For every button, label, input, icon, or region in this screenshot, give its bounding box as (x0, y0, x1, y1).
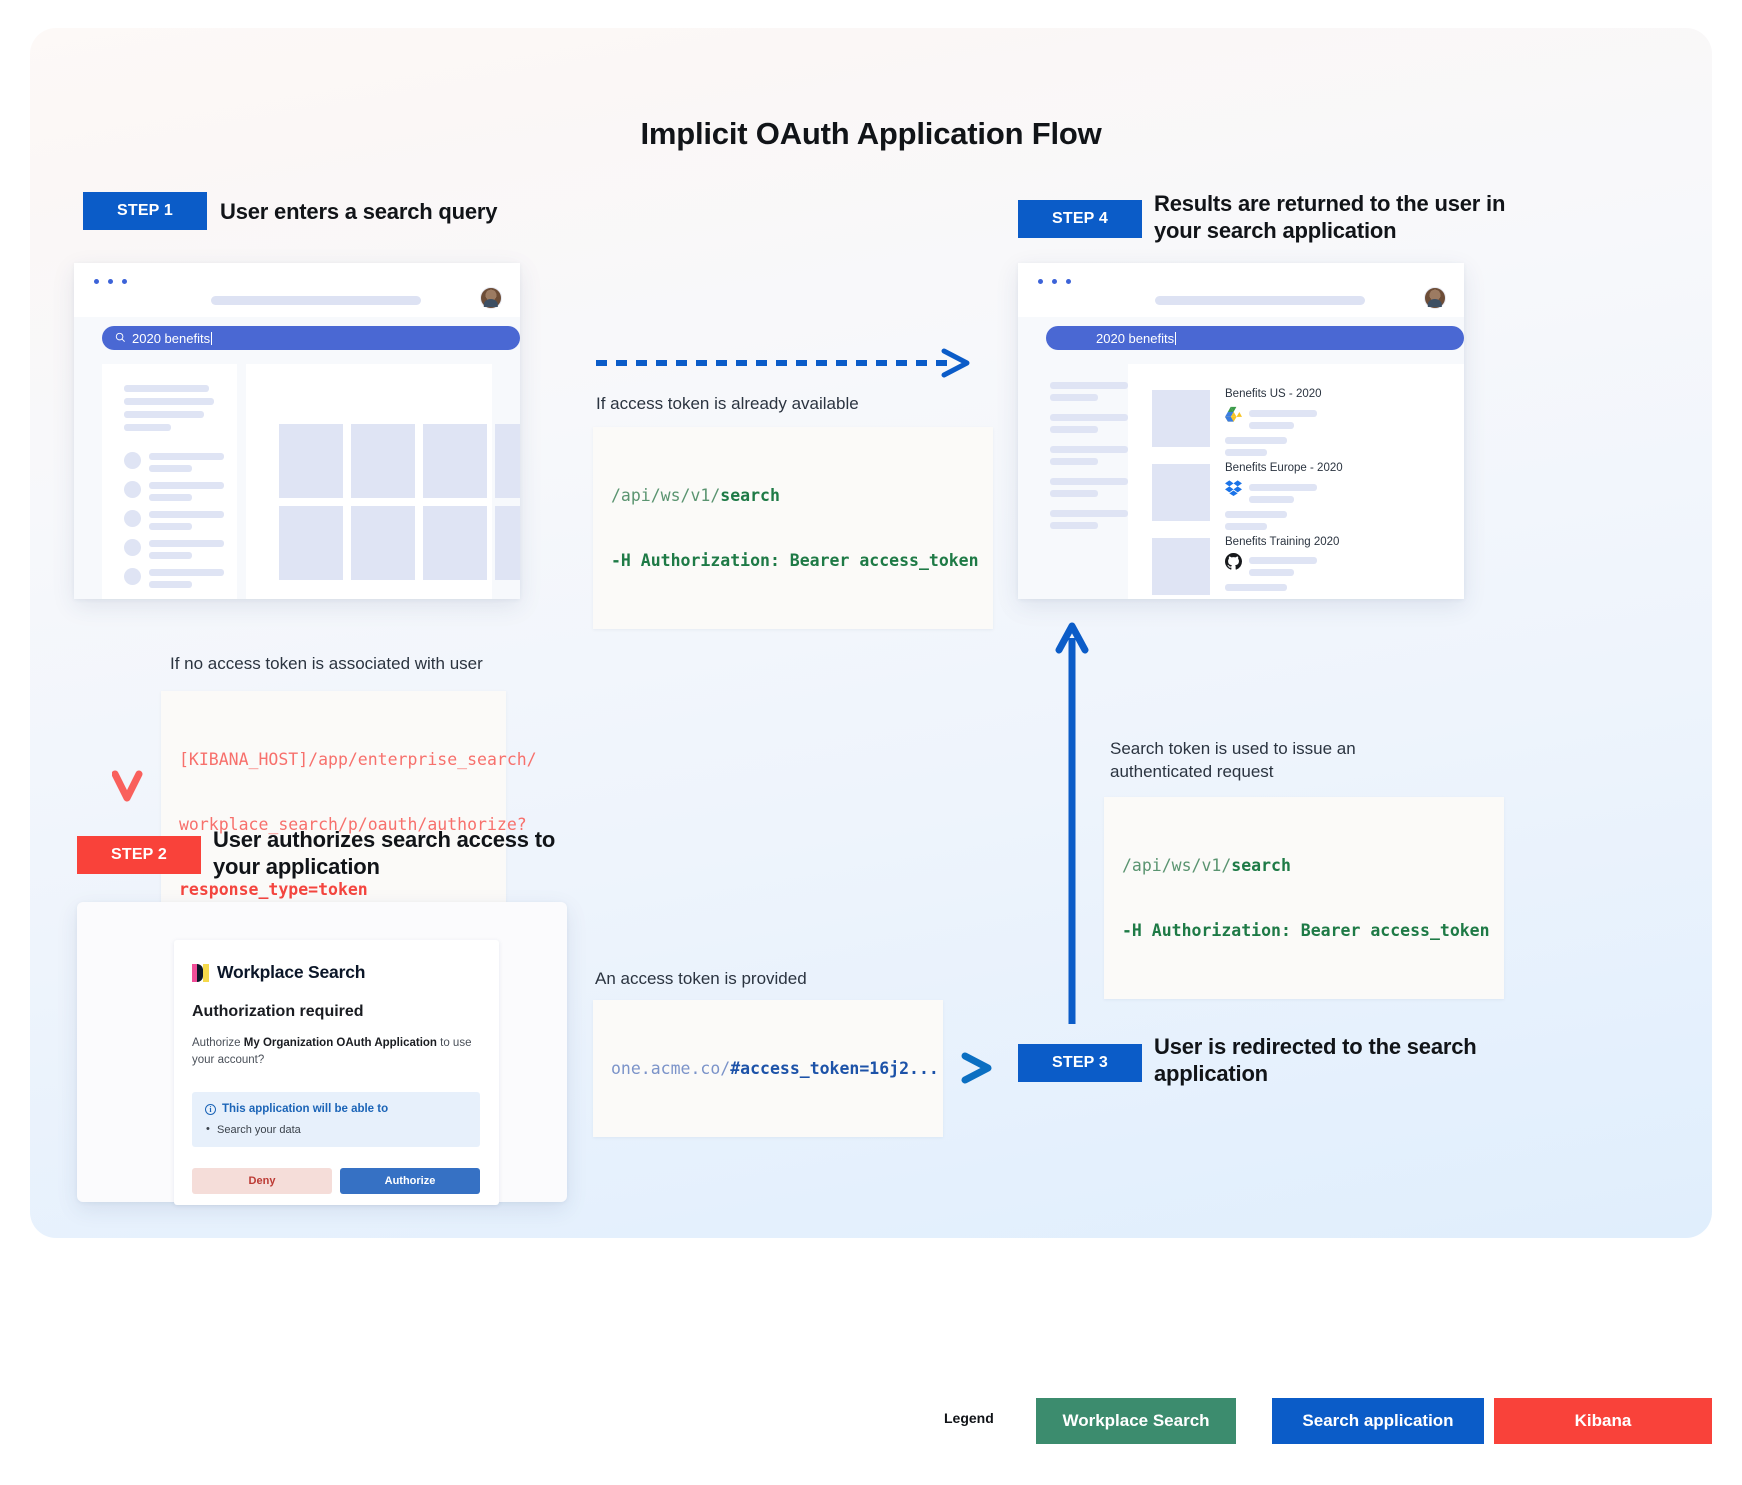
auth-heading: Authorization required (192, 1003, 364, 1020)
code-line1: [KIBANA_HOST]/app/enterprise_search/ (179, 749, 537, 769)
url-bar-placeholder (1155, 296, 1365, 305)
results-grid (246, 364, 520, 599)
workplace-search-brand: Workplace Search (192, 962, 365, 983)
code-prefix: /api/ws/v1/ (611, 485, 721, 505)
code-line2: workplace_search/p/oauth/authorize? (179, 814, 527, 834)
auth-dialog-frame: Workplace Search Authorization required … (77, 902, 567, 1205)
legend: Legend Workplace Search Search applicati… (0, 1398, 1742, 1444)
text-caret (211, 331, 213, 345)
results-list: Benefits US - 2020 (1128, 364, 1464, 599)
page-title: Implicit OAuth Application Flow (640, 116, 1102, 151)
caption-token-provided: An access token is provided (595, 969, 807, 988)
dropbox-icon (1225, 480, 1242, 501)
legend-item-workplace-search: Workplace Search (1036, 1398, 1236, 1444)
search-query-text: 2020 benefits (1096, 330, 1175, 346)
code-line3: response_type=token (179, 880, 368, 900)
window-dots (1038, 279, 1071, 284)
workplace-search-logo-icon (192, 963, 209, 982)
auth-body-suffix: to use your account? (192, 1037, 472, 1067)
auth-body-prefix: Authorize (192, 1037, 244, 1049)
url-bar-placeholder (211, 296, 421, 305)
step-1-title: User enters a search query (220, 199, 498, 224)
caption-authenticated-request: Search token is used to issue an authent… (1110, 739, 1356, 781)
result-title: Benefits Europe - 2020 (1225, 462, 1343, 474)
caption-token-available: If access token is already available (596, 394, 859, 413)
search-input[interactable]: 2020 benefits (1046, 326, 1464, 350)
result-title: Benefits Training 2020 (1225, 536, 1340, 548)
connector-token-available (592, 343, 992, 388)
authorize-button[interactable]: Authorize (340, 1168, 480, 1194)
legend-label: Legend (944, 1410, 994, 1426)
connector-authenticated-request (1042, 608, 1102, 1033)
result-title: Benefits US - 2020 (1225, 388, 1322, 400)
deny-button[interactable]: Deny (192, 1168, 332, 1194)
step-4-title: Results are returned to the user in your… (1154, 191, 1506, 244)
connector-no-token (111, 604, 172, 824)
permissions-box: i This application will be able to Searc… (192, 1092, 480, 1147)
avatar (1424, 287, 1446, 309)
step-1-badge: STEP 1 (83, 192, 207, 230)
code-block-redirect-url: one.acme.co/#access_token=16j2... (593, 1000, 943, 1137)
product-name: Workplace Search (217, 962, 366, 982)
browser-mock-step1: 2020 benefits (74, 263, 520, 599)
code-line2: -H Authorization: Bearer access_token (1122, 920, 1490, 940)
github-icon (1225, 553, 1242, 575)
browser-mock-step4: 2020 benefits (1018, 263, 1464, 599)
code-prefix: /api/ws/v1/ (1122, 855, 1232, 875)
search-query-text: 2020 benefits (132, 330, 211, 346)
app-body: 2020 benefits (1018, 317, 1464, 599)
permission-item: Search your data (205, 1123, 467, 1136)
result-thumbnail (1152, 538, 1210, 595)
code-block-search-request-bottom: /api/ws/v1/search -H Authorization: Bear… (1104, 797, 1504, 1000)
info-icon: i (205, 1103, 216, 1115)
code-block-search-request-top: /api/ws/v1/search -H Authorization: Bear… (593, 427, 993, 630)
search-input[interactable]: 2020 benefits (102, 326, 520, 350)
facets-panel (102, 364, 237, 599)
auth-body-text: Authorize My Organization OAuth Applicat… (192, 1035, 480, 1070)
auth-dialog: Workplace Search Authorization required … (174, 940, 499, 1205)
code-line2: -H Authorization: Bearer access_token (611, 550, 979, 570)
result-thumbnail (1152, 390, 1210, 447)
text-caret (1175, 331, 1177, 345)
permissions-title-row: i This application will be able to (205, 1103, 467, 1115)
code-prefix: one.acme.co/ (611, 1058, 731, 1078)
auth-body-app: My Organization OAuth Application (243, 1037, 437, 1049)
step-2-title: User authorizes search access to your ap… (213, 827, 556, 880)
legend-item-kibana: Kibana (1494, 1398, 1712, 1444)
diagram-panel: Implicit OAuth Application Flow STEP 1 U… (30, 28, 1712, 1238)
avatar (480, 287, 502, 309)
facets-panel (1018, 364, 1128, 599)
google-drive-icon (1225, 406, 1242, 427)
result-thumbnail (1152, 464, 1210, 521)
permissions-title: This application will be able to (222, 1103, 389, 1115)
step-3-title: User is redirected to the search applica… (1154, 1034, 1477, 1087)
step-2-badge: STEP 2 (77, 836, 201, 874)
step-4-badge: STEP 4 (1018, 200, 1142, 238)
code-bold: search (720, 485, 780, 505)
app-body: 2020 benefits (74, 317, 520, 599)
caption-no-token: If no access token is associated with us… (170, 654, 483, 673)
search-icon (115, 331, 126, 346)
code-bold: #access_token=16j2... (730, 1058, 939, 1078)
legend-item-search-application: Search application (1272, 1398, 1484, 1444)
step-3-badge: STEP 3 (1018, 1044, 1142, 1082)
code-bold: search (1231, 855, 1291, 875)
window-dots (94, 279, 127, 284)
